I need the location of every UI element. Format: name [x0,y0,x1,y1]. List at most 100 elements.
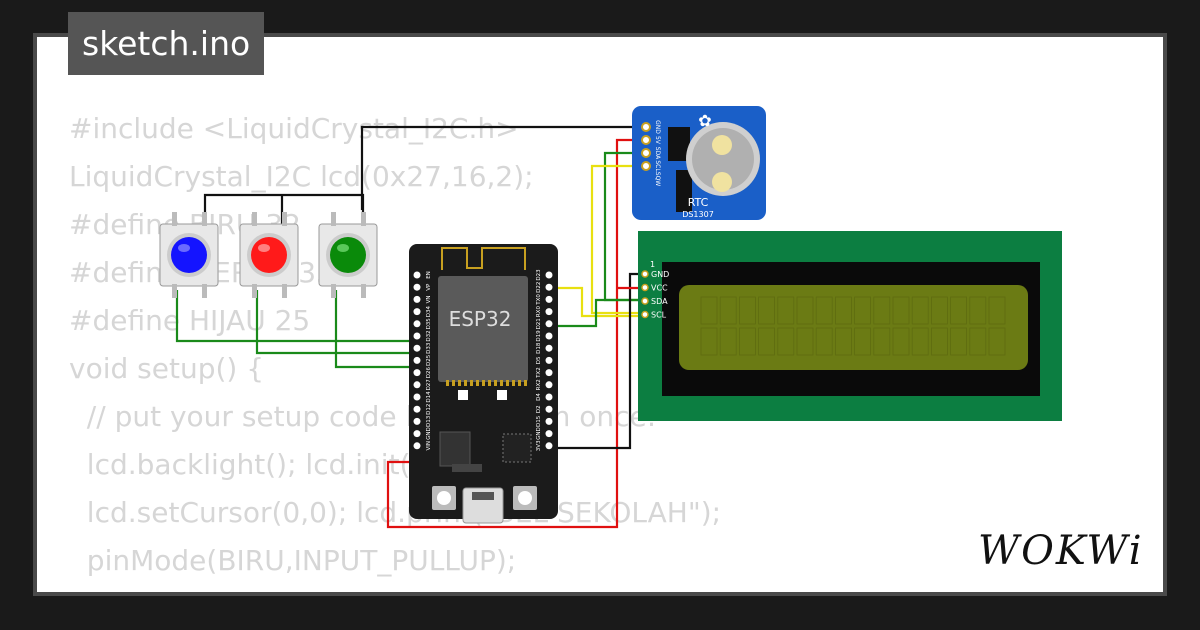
adafruit-flower-icon: ✿ [698,111,711,130]
esp32-pin-label: D25 [426,354,432,366]
push-button-green[interactable] [318,212,378,298]
esp32-pin[interactable] [545,308,553,316]
esp32-pin[interactable] [545,381,553,389]
esp32-pin-label: 3V3 [536,440,542,451]
wire-lcd-scl [548,286,645,318]
esp32-pin[interactable] [413,442,421,450]
esp32-pin[interactable] [413,308,421,316]
esp32-module [438,276,528,382]
esp32-pin-label: D21 [536,318,542,329]
lcd-cell [950,296,967,325]
esp32-pin-label: D2 [536,405,542,413]
lcd-cell [854,296,871,325]
wire-rtc-gnd [360,125,645,210]
lcd-cell [835,296,852,325]
esp32-pin[interactable] [413,405,421,413]
rtc-pin-label: 5V [654,136,661,145]
esp32-pin-label: D34 [426,305,432,317]
esp32-pin[interactable] [413,332,421,340]
esp32-pin[interactable] [545,417,553,425]
esp32-pin[interactable] [545,320,553,328]
esp32-pin[interactable] [413,320,421,328]
esp32-pin-label: TX2 [536,367,542,379]
esp32-pin[interactable] [413,417,421,425]
esp32-pin-label: D19 [536,330,542,342]
wire-green-button [334,290,418,369]
wokwi-logo: WOKWi [978,528,1144,574]
esp32-pin[interactable] [413,344,421,352]
esp32-pin[interactable] [413,369,421,377]
esp32-pin[interactable] [413,283,421,291]
esp32-pin[interactable] [545,271,553,279]
rtc-label: RTC [688,196,709,209]
rtc-chip-icon [668,127,690,161]
esp32-pin[interactable] [545,393,553,401]
esp32-pin-label: D18 [536,342,542,354]
lcd-cell [988,296,1006,325]
lcd-pin[interactable] [641,310,649,319]
esp32-pin[interactable] [545,344,553,352]
esp32-pin-label: D4 [536,393,542,401]
lcd-cell [931,327,948,356]
lcd-cell [777,296,795,325]
rtc-pin[interactable] [641,135,651,145]
push-button-blue[interactable] [159,212,219,298]
rtc-pin[interactable] [641,161,651,171]
lcd-cell [892,296,910,325]
esp32-pin-label: D5 [536,356,542,364]
lcd-cell [777,327,795,356]
esp32-pin[interactable] [545,369,553,377]
esp32-pin[interactable] [545,430,553,438]
lcd-pin[interactable] [641,297,649,305]
lcd-cell [911,327,929,356]
esp32-pin-label: D26 [426,366,432,378]
esp32-pin[interactable] [545,283,553,291]
esp32-pin[interactable] [413,295,421,303]
esp32-pin[interactable] [545,332,553,340]
esp32-pin[interactable] [413,430,421,438]
wire-lcd-sda [548,298,645,328]
rtc-pin[interactable] [641,122,651,132]
esp32-pin[interactable] [413,271,421,279]
esp32-pin[interactable] [413,393,421,401]
esp32-pin[interactable] [545,295,553,303]
esp32-pin-label: RX2 [536,379,542,390]
esp32-pin[interactable] [545,405,553,413]
lcd-cell [815,327,833,356]
lcd-cell [796,296,814,325]
lcd-pin[interactable] [641,283,649,292]
lcd-cell [700,327,718,356]
rtc-pin-label: SQW [654,172,661,187]
esp32-pin[interactable] [413,356,421,364]
lcd-pin-index: 1 [650,260,655,269]
push-button-red[interactable] [239,212,299,298]
lcd-cell [873,296,891,325]
lcd-pin[interactable] [641,270,649,278]
wire-red-button [255,290,418,355]
esp32-board[interactable]: ESP32 ENVPVND34D35D32D33D25D26D27D14D12D… [409,244,558,524]
lcd-screen [679,285,1028,370]
esp32-pin[interactable] [545,356,553,364]
esp32-pin-label: D32 [426,330,432,341]
lcd-cell [700,296,718,325]
green-button-cap [330,237,366,273]
esp32-left-header: ENVPVND34D35D32D33D25D26D27D14D12D13GNDV… [413,271,432,451]
lcd-cell [873,327,891,356]
esp32-pin[interactable] [545,442,553,450]
esp32-pin-label: TX0 [536,294,542,306]
red-button-cap [251,237,287,273]
esp32-pin[interactable] [413,381,421,389]
esp32-pin-label: D15 [536,415,542,427]
lcd-cell [892,327,910,356]
code-line: #include <LiquidCrystal_I2C.h> [69,112,519,145]
esp32-label: ESP32 [449,307,512,331]
esp32-pin-label: D27 [426,379,432,391]
lcd-cell [796,327,814,356]
esp32-pin-label: D13 [426,415,432,427]
rtc-pin[interactable] [641,148,651,158]
